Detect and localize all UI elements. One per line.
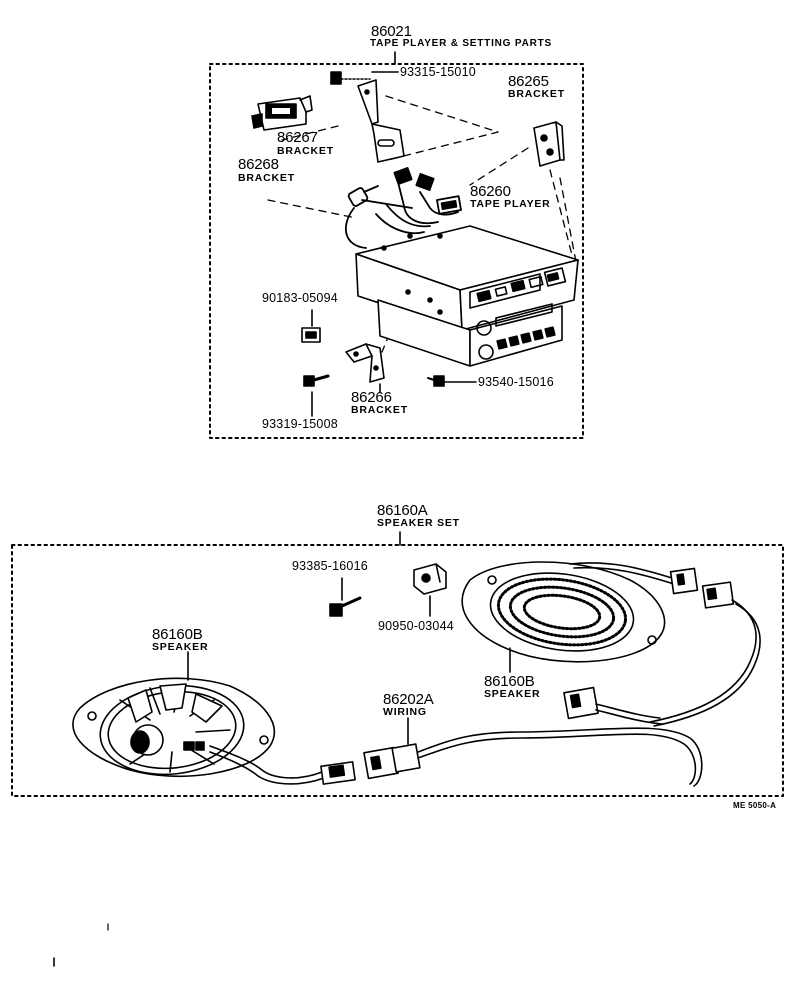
nut-90183-icon	[301, 327, 321, 343]
speaker-left-icon	[72, 651, 276, 778]
wiring-86202a-icon	[209, 686, 703, 787]
nut-90950-icon	[413, 563, 447, 595]
part-93319-label: 93319-15008	[262, 417, 338, 431]
part-86267-number: 86267	[277, 129, 318, 146]
screw-93385-icon	[329, 596, 362, 617]
part-86266-desc: BRACKET	[351, 404, 408, 416]
bracket-86265-icon	[533, 121, 565, 167]
speaker-left-desc: SPEAKER	[152, 641, 209, 653]
speaker-right-desc: SPEAKER	[484, 688, 541, 700]
part-86202a-number: 86202A	[383, 691, 434, 708]
part-86266-number: 86266	[351, 389, 392, 406]
speaker-right-number: 86160B	[484, 673, 535, 690]
part-86260-number: 86260	[470, 183, 511, 200]
part-86265-desc: BRACKET	[508, 88, 565, 100]
bracket-86266-icon	[345, 343, 385, 383]
part-86202a-desc: WIRING	[383, 706, 427, 718]
part-93540-label: 93540-15016	[478, 375, 554, 389]
tape-set-desc: TAPE PLAYER & SETTING PARTS	[370, 38, 552, 49]
speaker-set-frame	[11, 544, 784, 797]
part-90183-label: 90183-05094	[262, 291, 338, 305]
tape-set-frame	[209, 63, 584, 439]
screw-93315-icon	[330, 71, 371, 85]
part-93315-label: 93315-15010	[400, 65, 476, 79]
tape-player-cables	[345, 167, 462, 249]
speaker-right-harness	[569, 562, 761, 727]
bracket-86268-icon	[251, 95, 313, 131]
speaker-set-number: 86160A	[377, 502, 428, 519]
drawing-code: ME 5050-A	[733, 801, 777, 810]
part-86268-number: 86268	[238, 156, 279, 173]
speaker-right-icon	[461, 561, 666, 673]
tape-player-icon	[355, 225, 579, 367]
speaker-set-desc: SPEAKER SET	[377, 517, 460, 529]
screw-93540-icon	[427, 375, 477, 387]
part-93385-label: 93385-16016	[292, 559, 368, 573]
speaker-left-number: 86160B	[152, 626, 203, 643]
part-86265-number: 86265	[508, 73, 549, 90]
bolt-93319-icon	[303, 374, 330, 417]
tape-set-number: 86021	[371, 23, 412, 40]
part-90950-label: 90950-03044	[378, 619, 454, 633]
part-86267-desc: BRACKET	[277, 145, 334, 157]
part-86260-desc: TAPE PLAYER	[470, 198, 551, 210]
part-86268-desc: BRACKET	[238, 172, 295, 184]
bracket-86267-icon	[357, 79, 405, 163]
